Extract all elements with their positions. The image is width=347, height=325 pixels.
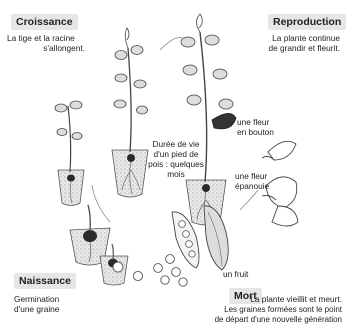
mort-description-line3: de départ d'une nouvelle génération — [190, 315, 342, 325]
flowering-plant — [181, 14, 236, 225]
flower-bud — [262, 141, 296, 160]
croissance-title: Croissance — [11, 14, 78, 30]
naissance-title: Naissance — [14, 273, 76, 289]
young-plant-small — [55, 101, 84, 206]
lifespan-line4: mois — [140, 170, 212, 180]
reproduction-title: Reproduction — [268, 14, 346, 30]
closed-pea-pod — [204, 206, 228, 270]
mort-description-line2: Les graines formées sont le point — [190, 305, 342, 315]
open-flower-label-line2: épanouie — [235, 182, 269, 192]
naissance-description-line2: d'une graine — [14, 305, 59, 315]
reproduction-description-line2: de grandir et fleurit. — [250, 44, 340, 54]
croissance-description-line2: s'allongent. — [7, 44, 85, 54]
bud-label-line2: en bouton — [237, 128, 274, 138]
cycle-arrows — [92, 38, 258, 223]
fruit-label: un fruit — [223, 270, 248, 280]
mort-description-line1: La plante vieillit et meurt. — [190, 295, 342, 305]
